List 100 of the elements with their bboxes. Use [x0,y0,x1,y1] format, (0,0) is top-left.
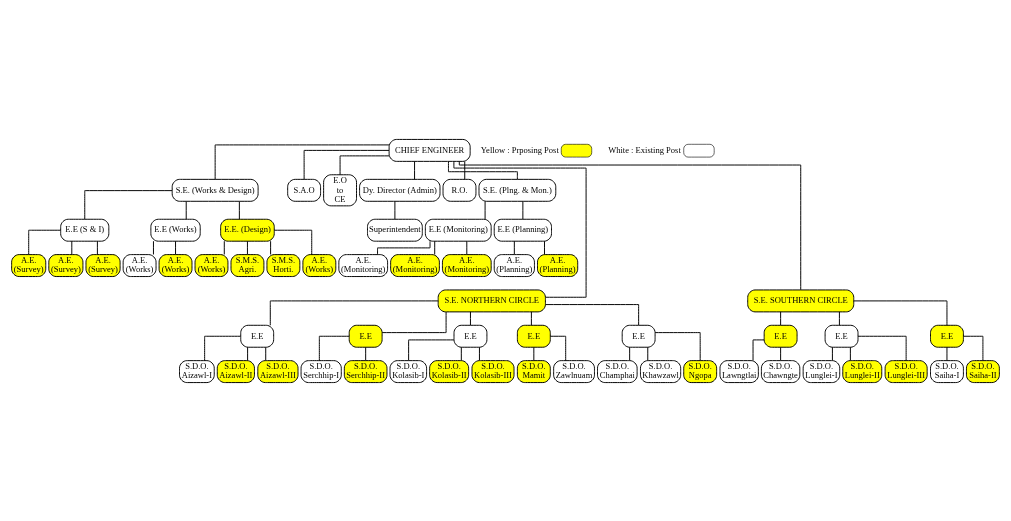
node-box: S.E. (Plng. & Mon.) [478,178,557,202]
node-box: S.E. SOUTHERN CIRCLE [747,288,855,312]
connector [339,154,390,175]
connector [513,240,515,255]
node-box: A.E.(Works) [194,253,229,277]
connector [530,310,532,326]
connector [408,338,455,361]
node-box: E.E [453,324,488,348]
node-box: S.D.O. Kolasib-III [471,359,515,383]
node-box: S.A.O [287,178,322,202]
connector [28,229,62,255]
connector [853,299,948,326]
node-box: A.E.(Survey) [48,253,84,277]
node-box: S.D.O. Khawzawl [640,359,682,383]
node-box: E.E. (Design) [220,218,275,242]
connector [223,240,225,255]
node-box: A.E.(Monitoring) [338,253,389,277]
node-box: E.E [763,324,798,348]
node-box: E.E (Monitoring) [424,218,492,242]
node-box: E.O to CE [323,173,357,206]
node-box: Dy. Director (Admin) [359,178,441,202]
node-box: E.E (Planning) [493,218,552,242]
connector [478,346,480,361]
node-box: S.D.O. Chawngte [760,359,801,383]
node-box: A.E.(Works) [158,253,193,277]
node-box: S.D.O. Lunglei-III [884,359,928,383]
connector [270,240,272,255]
connector [394,200,396,220]
node-box: R.O. [442,178,477,202]
connector [273,229,313,255]
node-box: S.D.O. Aizawl-I [179,359,215,383]
connector [377,240,431,255]
node-box: S.M.S. Horti. [266,253,301,277]
node-box: E.E (Works) [150,218,201,242]
node-box: E.E [240,324,275,348]
node-box: E.E [621,324,656,348]
connector [247,346,249,361]
connector [365,346,367,361]
connector [780,310,782,326]
node-box: S.D.O. Lunglei-I [802,359,841,383]
connector [647,346,649,361]
node-box: S.E. (Works & Design) [171,178,259,202]
connector [214,143,390,180]
connector [780,346,782,361]
connector [265,346,267,361]
node-box: S.D.O. Ngopa [683,359,718,383]
connector [544,240,545,255]
connector [414,160,416,180]
node-box: S.D.O. Serchhip-II [343,359,388,383]
node-box: S.D.O. Saiha-II [965,359,1000,383]
connector [303,149,390,180]
connector [533,346,535,361]
node-box: A.E.(Monitoring) [441,253,492,277]
node-box: S.D.O. Kolasib-II [429,359,470,383]
connector [963,335,984,361]
node-box: E.E [516,324,551,348]
node-box: S.E. NORTHERN CIRCLE [437,288,546,312]
node-box: A.E.(Survey) [85,253,121,277]
connector [654,331,701,361]
node-box: S.D.O. Lunglei-II [842,359,883,383]
connector [175,240,177,255]
connector [522,200,524,220]
node-box: A.E.(Planning) [493,253,535,277]
connector [71,240,73,255]
connector [838,310,840,326]
connector [752,338,765,361]
node-box: A.E.(Works) [122,253,157,277]
legend-label: White : Existing Post [608,144,681,155]
node-box: E.E [824,324,859,348]
node-box: S.D.O. Saiha-I [930,359,964,383]
connector [544,303,640,326]
node-box: A.E.(Survey) [11,253,47,277]
connector [831,346,833,361]
connector [204,335,242,361]
node-box: S.D.O. Serchhip-I [300,359,342,383]
node-box: S.M.S. Agri. [230,253,265,277]
node-box: S.D.O. Champhai [597,359,638,383]
connector [946,346,948,361]
connector [84,189,173,220]
connector [238,200,240,220]
connector [460,346,462,361]
node-box: CHIEF ENGINEER [388,138,471,162]
node-box: A.E.(Monitoring) [390,253,440,277]
connector [269,299,439,326]
connector [434,240,436,255]
connector [849,346,851,361]
node-box: S.D.O. Kolasib-I [389,359,428,383]
connector [484,200,486,220]
connector [629,346,631,361]
connector [318,335,350,361]
connector [185,200,187,220]
connector [466,240,468,255]
node-box: A.E.(Works) [302,253,337,277]
connector [549,335,567,361]
node-box: S.D.O. Aizawl-II [216,359,255,383]
node-box: S.D.O. Lawngtlai [719,359,759,383]
legend-label: Yellow : Prposing Post [480,144,559,155]
connector [246,240,248,255]
node-box: E.E [348,324,383,348]
node-box: E.E (S & I) [60,218,110,242]
